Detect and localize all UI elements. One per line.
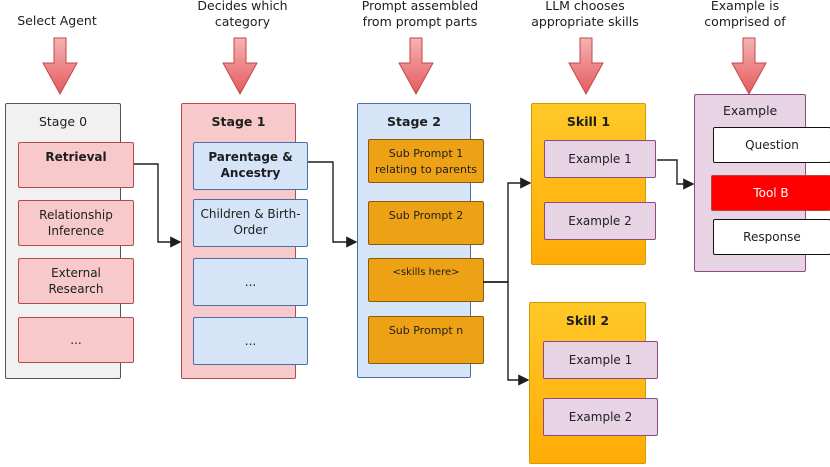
item-label: Example 2 xyxy=(568,410,633,424)
stage-0-container: Stage 0 Retrieval Relationship Inference… xyxy=(5,103,134,379)
down-arrow-icon xyxy=(731,37,767,96)
skill-2-example-2: Example 2 xyxy=(543,398,658,436)
example-item-response: Response xyxy=(713,219,830,255)
stage-2-item-skills-here: <skills here> xyxy=(368,258,484,302)
example-title: Example xyxy=(723,103,778,118)
down-arrow-icon xyxy=(398,37,434,96)
caption-example-comprised: Example is comprised of xyxy=(704,0,786,29)
item-label: Parentage & Ancestry xyxy=(208,150,293,180)
caption-llm-chooses: LLM chooses appropriate skills xyxy=(531,0,639,29)
item-label: Example 1 xyxy=(568,152,632,166)
item-label: Tool B xyxy=(753,186,789,200)
skill-1-example-2: Example 2 xyxy=(544,202,656,240)
example-item-tool-b: Tool B xyxy=(711,175,830,211)
item-label: <skills here> xyxy=(392,267,460,278)
caption-decides-category: Decides which category xyxy=(197,0,288,29)
stage-1-item-children: Children & Birth-Order xyxy=(193,199,308,247)
stage-2-title: Stage 2 xyxy=(387,114,441,129)
connector-parentage-to-stage2 xyxy=(308,161,358,248)
caption-select-agent: Select Agent xyxy=(17,13,97,28)
down-arrow-icon xyxy=(222,37,258,96)
skill-1-container: Skill 1 Example 1 Example 2 xyxy=(531,103,656,265)
stage-0-item-relationship-inference: Relationship Inference xyxy=(18,200,134,246)
item-label: Response xyxy=(743,230,801,244)
stage-1-item-more-1: ... xyxy=(193,258,308,306)
down-arrows xyxy=(42,37,767,96)
skill-2-example-1: Example 1 xyxy=(543,341,658,379)
skill-1-title: Skill 1 xyxy=(566,114,611,129)
example-container: Example Question Tool B Response xyxy=(694,94,830,272)
item-label: Relationship Inference xyxy=(39,208,113,238)
stage-0-item-retrieval: Retrieval xyxy=(18,142,134,188)
item-label: Example 1 xyxy=(568,353,633,367)
stage-1-item-parentage: Parentage & Ancestry xyxy=(193,142,308,190)
stage-1-item-more-2: ... xyxy=(193,317,308,365)
connector-example1-to-example xyxy=(657,159,695,190)
skill-2-container: Skill 2 Example 1 Example 2 xyxy=(529,302,658,464)
stage-2-item-sub-prompt-1: Sub Prompt 1 relating to parents xyxy=(368,139,484,183)
stage-0-item-more: ... xyxy=(18,317,134,363)
stage-0-title: Stage 0 xyxy=(38,114,88,129)
example-item-question: Question xyxy=(713,127,830,163)
stage-2-item-sub-prompt-2: Sub Prompt 2 xyxy=(368,201,484,245)
connector-retrieval-to-stage1 xyxy=(134,163,182,248)
caption-prompt-assembled: Prompt assembled from prompt parts xyxy=(361,0,479,29)
item-label: Question xyxy=(745,138,799,152)
skill-2-title: Skill 2 xyxy=(565,313,610,328)
item-label: Sub Prompt n xyxy=(388,324,464,337)
down-arrow-icon xyxy=(568,37,604,96)
stage-2-container: Stage 2 Sub Prompt 1 relating to parents… xyxy=(357,103,484,378)
item-label: Sub Prompt 2 xyxy=(388,209,464,222)
stage-0-item-external-research: External Research xyxy=(18,258,134,304)
item-label: ... xyxy=(244,334,257,348)
stage-2-item-sub-prompt-n: Sub Prompt n xyxy=(368,316,484,364)
item-label: Children & Birth-Order xyxy=(200,207,301,237)
connector-skills-to-skill1 xyxy=(483,177,532,283)
skill-1-example-1: Example 1 xyxy=(544,140,656,178)
item-label: ... xyxy=(70,333,82,347)
down-arrow-icon xyxy=(42,37,78,96)
item-label: ... xyxy=(244,275,257,289)
item-label: Sub Prompt 1 relating to parents xyxy=(375,147,477,176)
item-label: External Research xyxy=(48,266,104,296)
item-label: Example 2 xyxy=(568,214,632,228)
stage-1-container: Stage 1 Parentage & Ancestry Children & … xyxy=(181,103,308,379)
item-label: Retrieval xyxy=(45,150,107,164)
stage-1-title: Stage 1 xyxy=(211,114,266,129)
connector-skills-to-skill2 xyxy=(483,281,530,386)
